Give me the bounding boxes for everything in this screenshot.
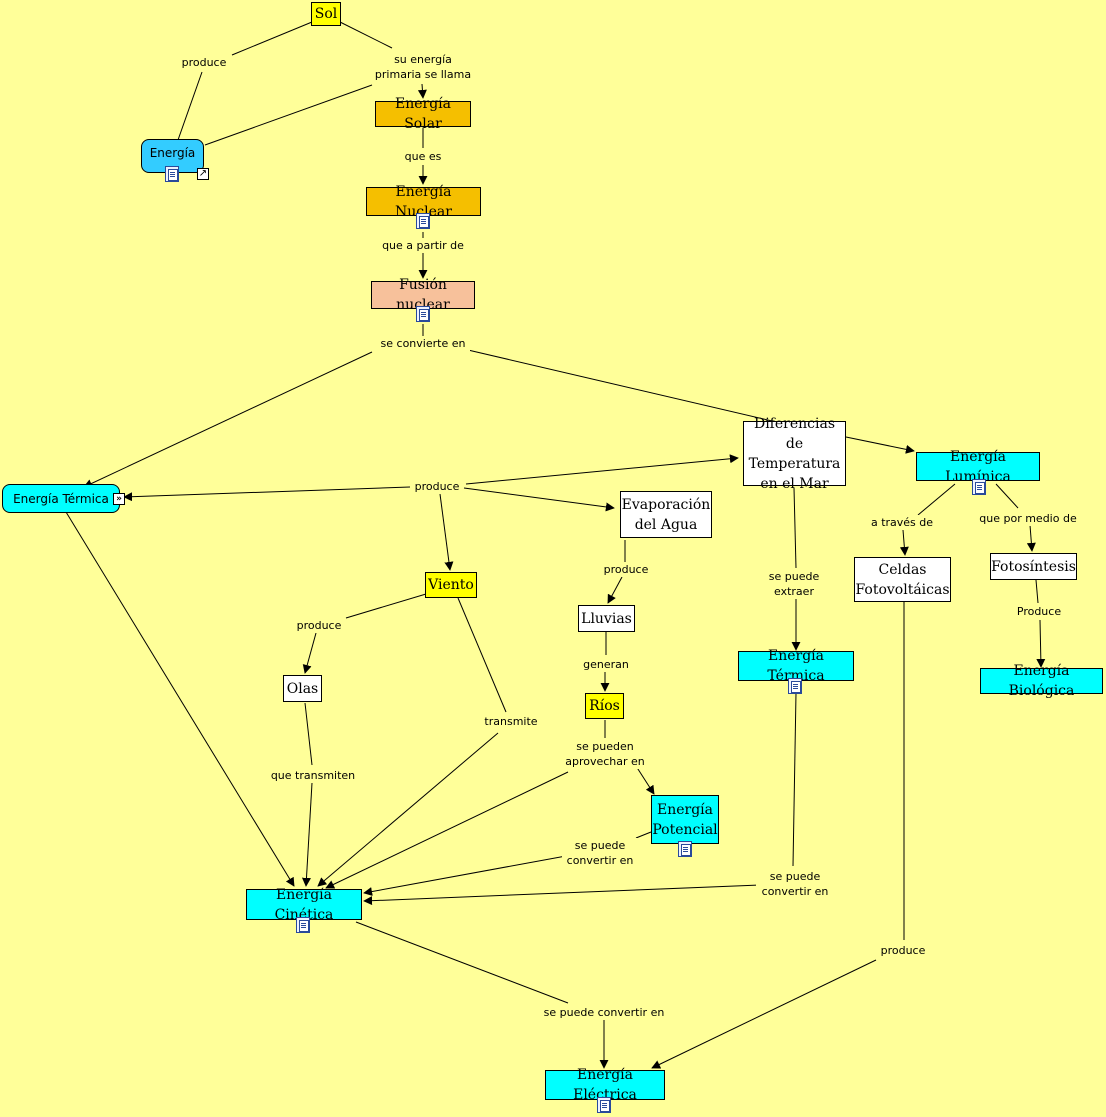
concept-energia-label: Energía <box>149 146 196 160</box>
nested-map-icon[interactable]: » <box>113 493 125 505</box>
concept-fotosintesis[interactable]: Fotosíntesis <box>990 553 1077 580</box>
concept-diferencias[interactable]: Diferencias de Temperatura en el Mar <box>743 416 846 492</box>
link-que-por-medio[interactable]: que por medio de <box>974 511 1082 526</box>
concept-energia-cinetica[interactable]: Energía Cinética <box>246 887 362 923</box>
concept-energia-potencial[interactable]: Energía Potencial <box>651 795 719 844</box>
concept-energia-termica-left[interactable]: Energía Térmica <box>2 484 120 513</box>
concept-energia-electrica[interactable]: Energía Eléctrica <box>545 1067 665 1103</box>
resource-doc-icon[interactable] <box>788 678 802 694</box>
concept-energia-luminica[interactable]: Energía Lumínica <box>916 449 1040 485</box>
link-transmite[interactable]: transmite <box>482 714 540 729</box>
link-generan[interactable]: generan <box>578 657 634 672</box>
link-produce-evap[interactable]: produce <box>600 562 652 577</box>
link-produce-foto[interactable]: Produce <box>1012 604 1066 619</box>
link-se-convierte[interactable]: se convierte en <box>376 336 470 351</box>
link-se-puede-convertir-termica[interactable]: se puede convertir en <box>756 869 834 899</box>
concept-energia-termica-right[interactable]: Energía Térmica <box>738 648 854 684</box>
link-que-es[interactable]: que es <box>400 149 446 164</box>
concept-energia[interactable]: Energía <box>141 139 204 173</box>
resource-doc-icon[interactable] <box>678 841 692 857</box>
resource-doc-icon[interactable] <box>416 213 430 229</box>
concept-sol[interactable]: Sol <box>311 2 341 26</box>
concept-rios[interactable]: Ríos <box>585 693 624 719</box>
shortcut-link-icon[interactable]: ↗ <box>197 168 209 180</box>
concept-energia-nuclear[interactable]: Energía Nuclear <box>366 184 481 220</box>
resource-doc-icon[interactable] <box>296 917 310 933</box>
link-produce-celdas[interactable]: produce <box>876 943 930 958</box>
concept-lluvias[interactable]: Lluvias <box>578 605 635 632</box>
link-produce-viento[interactable]: produce <box>292 618 346 633</box>
concept-energia-biologica[interactable]: Energía Biológica <box>980 663 1103 699</box>
resource-doc-icon[interactable] <box>597 1097 611 1113</box>
link-se-puede-extraer[interactable]: se puede extraer <box>762 569 826 599</box>
link-a-traves[interactable]: a través de <box>866 515 938 530</box>
resource-doc-icon[interactable] <box>165 166 179 182</box>
concept-fusion-nuclear[interactable]: Fusión nuclear <box>371 277 475 313</box>
link-se-pueden-aprovechar[interactable]: se pueden aprovechar en <box>560 739 650 769</box>
link-se-puede-convertir-potencial[interactable]: se puede convertir en <box>562 838 638 868</box>
concept-energia-solar[interactable]: Energía Solar <box>375 96 471 132</box>
link-su-energia[interactable]: su energía primaria se llama <box>372 52 474 82</box>
link-que-a-partir[interactable]: que a partir de <box>378 238 468 253</box>
link-se-puede-convertir-cinetica[interactable]: se puede convertir en <box>540 1005 668 1020</box>
concept-olas[interactable]: Olas <box>283 675 322 702</box>
resource-doc-icon[interactable] <box>416 306 430 322</box>
concept-celdas[interactable]: Celdas Fotovoltáicas <box>854 557 951 602</box>
link-produce-termica[interactable]: produce <box>411 479 463 494</box>
resource-doc-icon[interactable] <box>972 479 986 495</box>
link-produce-sol[interactable]: produce <box>176 55 232 70</box>
concept-evaporacion[interactable]: Evaporación del Agua <box>620 491 712 538</box>
concept-viento[interactable]: Viento <box>425 572 477 598</box>
link-que-transmiten[interactable]: que transmiten <box>268 768 358 783</box>
